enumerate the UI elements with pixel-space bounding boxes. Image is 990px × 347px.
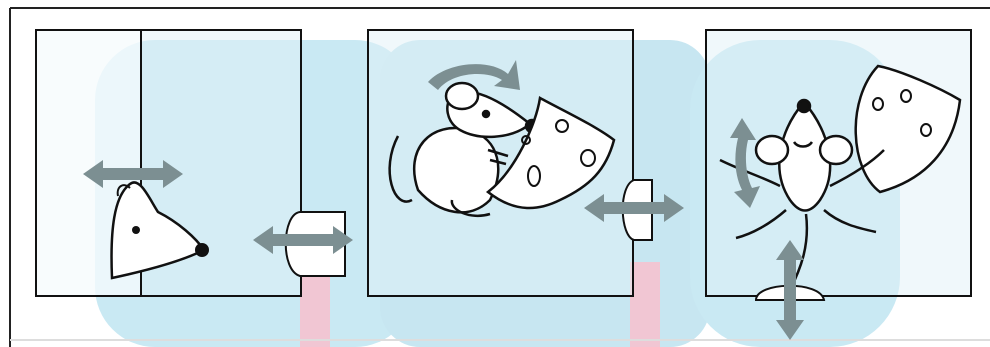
panel-top-view [706, 30, 971, 340]
background-pink-band [630, 262, 660, 347]
